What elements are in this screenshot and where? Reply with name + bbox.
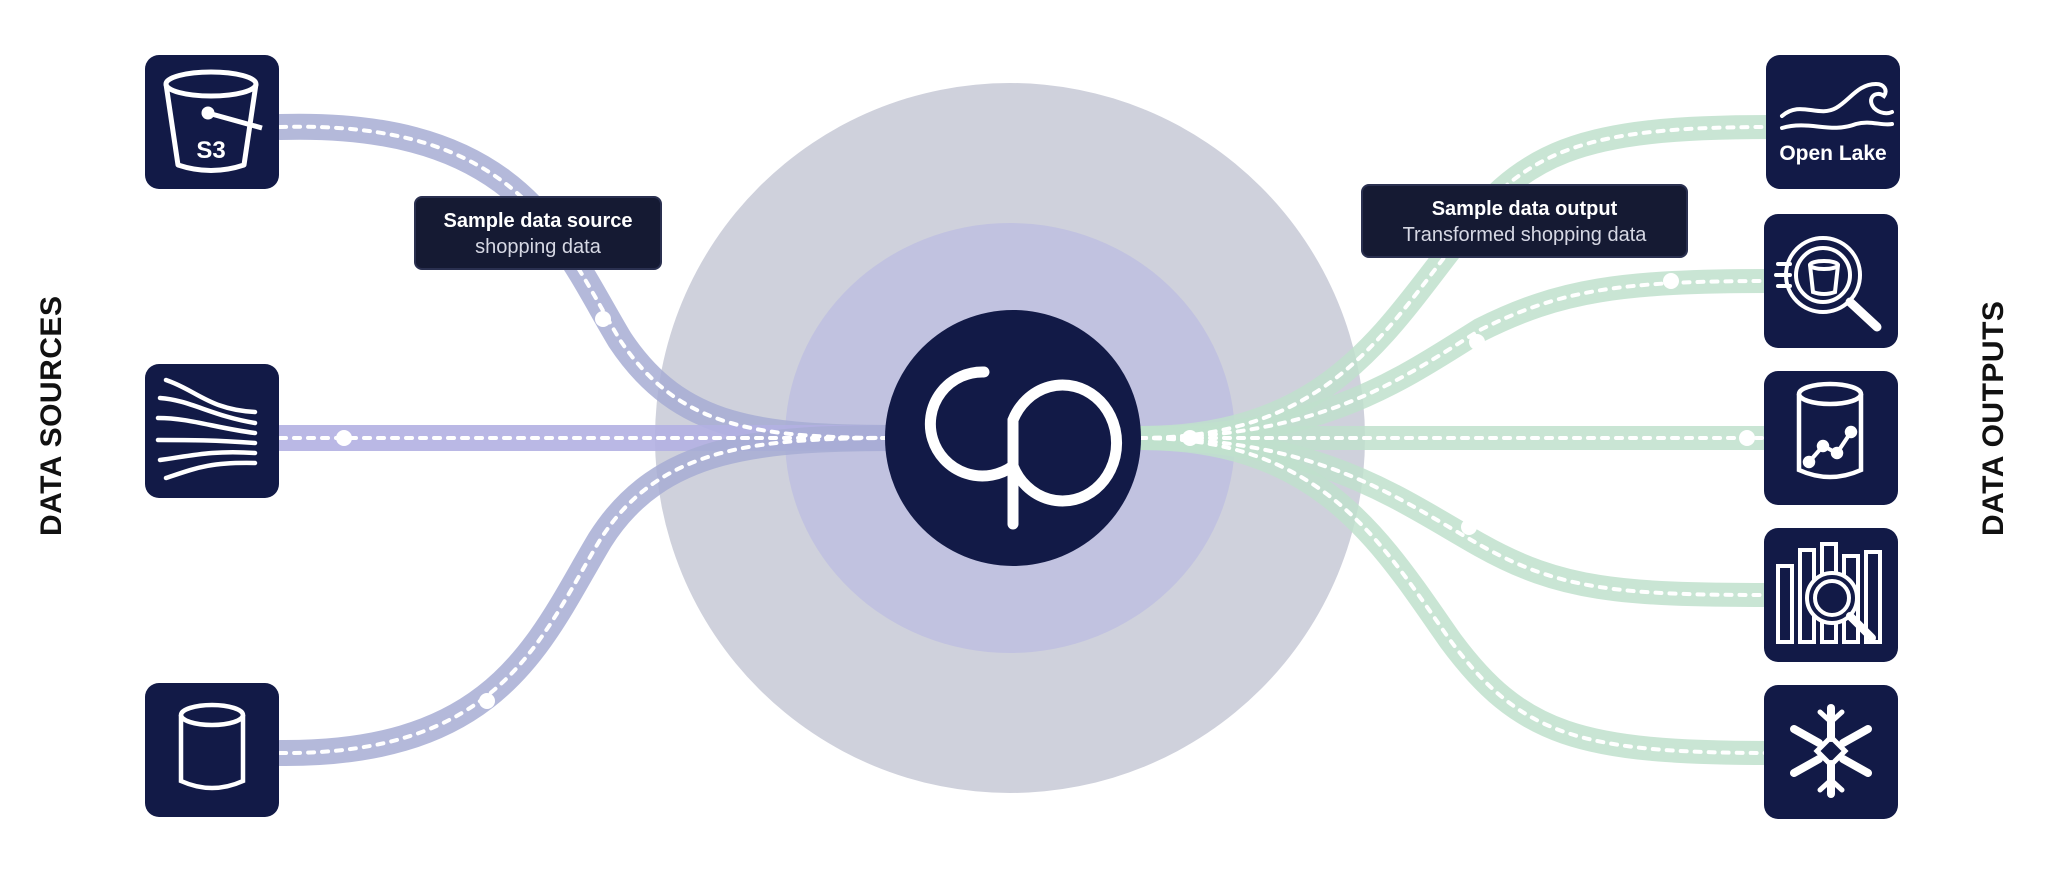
source-paths <box>267 113 913 767</box>
data-outputs-label: DATA OUTPUTS <box>1977 300 2010 536</box>
source-tile-stream[interactable] <box>145 364 279 498</box>
snowflake-icon <box>1790 704 1872 798</box>
source-path-dot <box>336 430 352 446</box>
database-icon <box>178 702 246 791</box>
analytics-database-icon <box>1796 381 1864 480</box>
output-path-dot <box>1469 334 1485 350</box>
s3-label: S3 <box>196 137 225 164</box>
s3-bucket-icon <box>163 69 263 173</box>
output-tooltip-title: Sample data output <box>1431 198 1618 220</box>
source-tooltip: Sample data source shopping data <box>414 196 662 270</box>
output-tile-query[interactable] <box>1764 214 1898 348</box>
open-lake-icon <box>1780 81 1894 130</box>
output-path-dot <box>1663 273 1679 289</box>
query-search-icon <box>1774 236 1882 332</box>
output-path-dot <box>1182 430 1198 446</box>
source-tooltip-subtitle: shopping data <box>475 236 601 258</box>
output-tooltip-subtitle: Transformed shopping data <box>1402 224 1647 246</box>
source-path-dot <box>479 693 495 709</box>
output-tile-open-lake[interactable]: Open Lake <box>1766 55 1900 189</box>
source-path-dot <box>595 311 611 327</box>
source-tile-db[interactable] <box>145 683 279 817</box>
phi-logo-icon <box>924 366 1123 530</box>
source-tooltip-title: Sample data source <box>443 210 633 232</box>
output-tooltip: Sample data output Transformed shopping … <box>1361 184 1688 258</box>
data-exploration-icon <box>1776 542 1882 644</box>
streaming-icon <box>155 377 258 481</box>
output-path-dot <box>1739 430 1755 446</box>
output-tile-snowflake[interactable] <box>1764 685 1898 819</box>
output-path-dot <box>1461 519 1477 535</box>
output-path-dot <box>1502 657 1518 673</box>
output-tile-analytics[interactable] <box>1764 371 1898 505</box>
data-sources-label: DATA SOURCES <box>35 295 68 536</box>
source-tile-s3[interactable]: S3 <box>145 55 279 189</box>
open-lake-label: Open Lake <box>1779 142 1886 165</box>
output-tile-explore[interactable] <box>1764 528 1898 662</box>
